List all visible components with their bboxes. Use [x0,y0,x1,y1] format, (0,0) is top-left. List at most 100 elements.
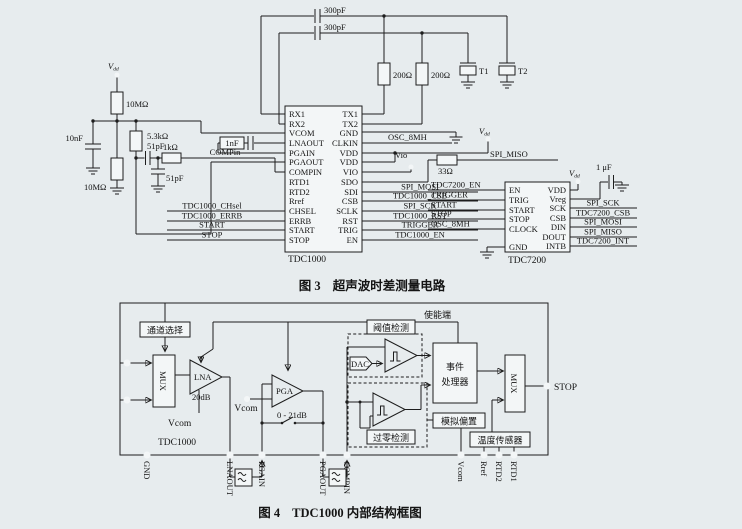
signal-label: SPI_MOSI [584,217,622,227]
cap-51pF-series-label: 51pF [147,141,165,151]
input-terminal-1 [123,359,131,367]
pin-label: RX1 [289,109,305,119]
fig4-chip-label: TDC1000 [158,438,196,448]
zero-cross-label-box [366,429,416,445]
zero-cross-dashed-box [347,382,428,448]
pin-label: STOP [289,235,310,245]
pin-label: LNAOUT [289,138,325,148]
pin-label: EN [509,185,520,195]
temp-sensor-box [469,431,531,448]
signal-label: SPI_SCK [403,201,437,211]
compin-net-label: COMPin [210,147,241,157]
mux1-label: MUX [158,371,168,391]
bias-network: Vdd 10MΩ 10nF 10MΩ 5.3kΩ [66,61,285,235]
signal-label: STOP [202,230,223,240]
pin-label: VCOM [289,128,315,138]
signal-label: TDC7200_INT [577,236,630,246]
signal-label: TDC1000_CSB [393,191,448,201]
dac-label: DAC [351,359,369,369]
res-200-1-label: 200Ω [393,70,412,80]
pin-label: SCLK [336,206,359,216]
pin-label: PGAOUT [289,157,324,167]
stop-label: STOP [554,383,577,393]
pin-label: Rref [479,461,489,476]
pin-label: VIO [343,167,358,177]
hysteresis-icon-2 [377,405,388,416]
cap-300pF-1-label: 300pF [324,5,346,15]
signal-label: START [431,200,458,210]
signal-label: SPI_MOSI [401,182,439,192]
pin-label: CSB [550,213,566,223]
event-processor-label-2: 处理器 [441,376,468,387]
tdc1000-name: TDC1000 [288,255,326,265]
pin-label: Vreg [550,194,567,204]
chip-boundary [119,302,549,456]
mux2-box [504,354,526,413]
pga-gain-label: 0 - 21dB [277,410,307,420]
pin-label: RTD1 [289,177,310,187]
signal-label: TDC1000_RST [393,211,448,221]
pin-label: ERRB [289,216,312,226]
pin-label: DIN [551,222,566,232]
tdc1000-left-pins: RX1RX2VCOMLNAOUTPGAINPGAOUTCOMPINRTD1RTD… [289,109,325,245]
pin-label: RTD2 [289,187,310,197]
cap-300pF-2-label: 300pF [324,22,346,32]
cap-51pF-shunt-label: 51pF [166,173,184,183]
event-processor-box [432,342,478,404]
pin-label: SDO [341,177,358,187]
pin-label: CLOCK [509,224,539,234]
signal-label: START [199,220,226,230]
pin-label: GND [142,461,152,479]
signal-label: SPI_MISO [584,227,622,237]
res-33-label: 33Ω [438,166,453,176]
signal-label: TDC1000_ERRB [182,211,243,221]
signal-label: TDC7200_CSB [576,208,631,218]
pin-label: DOUT [542,232,566,242]
pin-label: VDD [548,185,566,195]
res-10M-bottom-label: 10MΩ [84,182,106,192]
mux2-label: MUX [509,374,519,394]
lna-vcom-label: Vcom [168,419,192,429]
cap-10nF-label: 10nF [66,133,84,143]
transducer-t2: T2 [498,62,527,89]
signal-label: OSC_8MH [431,219,470,229]
threshold-label: 阈值检测 [373,322,409,333]
pin-label: RTD1 [509,461,519,482]
input-terminal-2 [123,396,131,404]
pin-label: TX1 [342,109,358,119]
res-10M-top-label: 10MΩ [126,99,148,109]
tdc7200-name: TDC7200 [508,256,546,266]
pga-label: PGA [276,386,294,396]
pga-triangle [271,374,305,408]
pin-label: TRIG [509,195,529,205]
pin-label: COMPIN [342,461,352,494]
tdc1000-right-wiring: OSC_8MH Vdd Vio 33Ω SPI_MISO [362,126,558,183]
lna-triangle [189,359,224,395]
pin-label: COMPIN [289,167,322,177]
enable-label: 使能端 [424,309,451,320]
rx-tx-network: 300pF 300pF 200Ω 200Ω [260,5,527,125]
pin-label: SCK [549,203,566,213]
tdc1000-chip: TDC1000 RX1RX2VCOMLNAOUTPGAINPGAOUTCOMPI… [284,105,363,265]
vio-net-label: Vio [395,150,407,160]
temp-sensor-label: 温度传感器 [477,435,522,446]
hysteresis-icon-1 [390,351,401,362]
spi-miso-net-label: SPI_MISO [490,149,528,159]
bias-label: 模拟偏置 [441,416,477,427]
vdd-label-2: Vdd [479,126,490,138]
pin-label: VDD [340,148,358,158]
t1-label: T1 [479,66,488,76]
pin-label: LNAOUT [225,461,235,497]
pin-label: INTB [546,241,566,251]
fig3-schematic: 300pF 300pF 200Ω 200Ω [66,5,637,293]
pin-label: EN [347,235,358,245]
t2-label: T2 [518,66,527,76]
pin-label: GND [340,128,358,138]
res-5k3-label: 5.3kΩ [147,131,168,141]
pin-label: START [289,225,316,235]
